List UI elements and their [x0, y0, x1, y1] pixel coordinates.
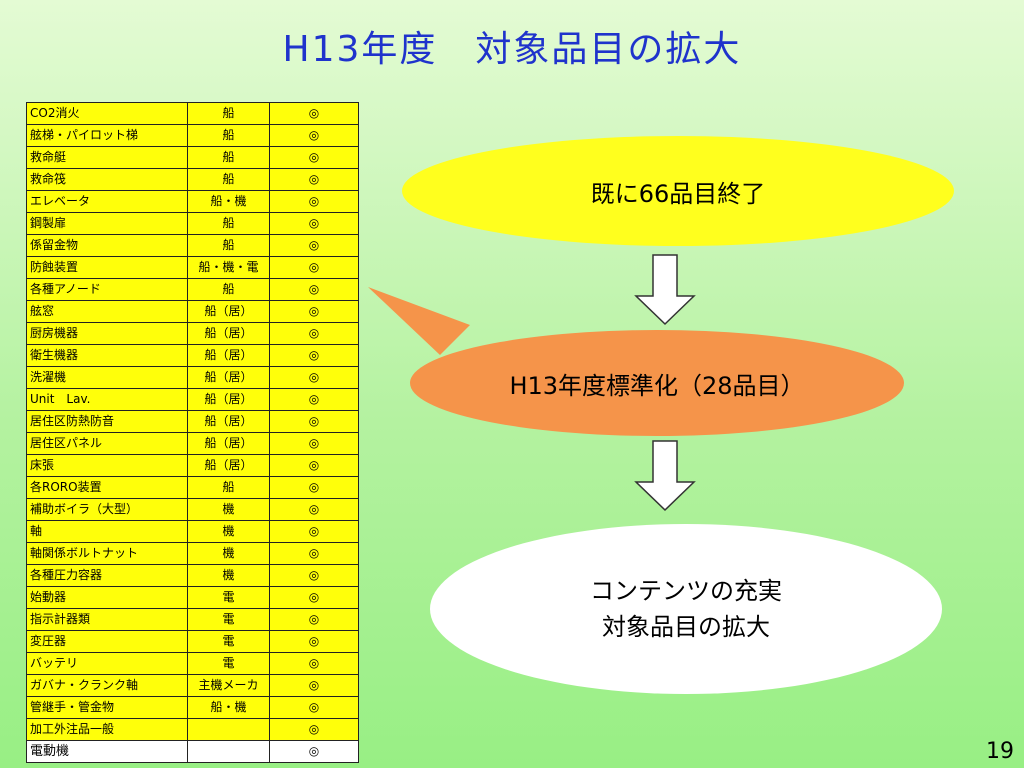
item-name-cell: CO2消火	[26, 102, 188, 125]
table-row: 居住区パネル船（居）◎	[26, 432, 359, 455]
status-mark-cell: ◎	[269, 344, 359, 367]
item-name-cell: ガバナ・クランク軸	[26, 674, 188, 697]
table-row: 防蝕装置船・機・電◎	[26, 256, 359, 279]
goal-ellipse: コンテンツの充実 対象品目の拡大	[430, 524, 942, 694]
item-name-cell: 舷梯・パイロット梯	[26, 124, 188, 147]
down-arrow-icon	[634, 254, 696, 326]
table-row: 居住区防熱防音船（居）◎	[26, 410, 359, 433]
status-mark-cell: ◎	[269, 322, 359, 345]
item-name-cell: 始動器	[26, 586, 188, 609]
table-row: 始動器電◎	[26, 586, 359, 609]
category-cell: 主機メーカ	[187, 674, 270, 697]
table-row: 指示計器類電◎	[26, 608, 359, 631]
completed-items-ellipse: 既に66品目終了	[402, 136, 954, 246]
item-name-cell: 電動機	[26, 740, 188, 763]
category-cell	[187, 740, 270, 763]
table-row: 各RORO装置船◎	[26, 476, 359, 499]
items-table: CO2消火船◎舷梯・パイロット梯船◎救命艇船◎救命筏船◎エレベータ船・機◎鋼製扉…	[26, 102, 359, 763]
table-row: 補助ボイラ（大型）機◎	[26, 498, 359, 521]
standardization-text: H13年度標準化（28品目）	[509, 371, 805, 400]
table-row: 加工外注品一般◎	[26, 718, 359, 741]
page-number: 19	[986, 739, 1014, 764]
table-row: 舷窓船（居）◎	[26, 300, 359, 323]
category-cell: 船（居）	[187, 410, 270, 433]
category-cell: 船・機	[187, 190, 270, 213]
item-name-cell: 指示計器類	[26, 608, 188, 631]
completed-items-text: 既に66品目終了	[590, 179, 766, 208]
item-name-cell: 軸	[26, 520, 188, 543]
table-row: 救命艇船◎	[26, 146, 359, 169]
goal-line-1: コンテンツの充実	[590, 577, 782, 605]
category-cell: 船（居）	[187, 344, 270, 367]
table-row: バッテリ電◎	[26, 652, 359, 675]
table-row: 変圧器電◎	[26, 630, 359, 653]
table-row: 電動機 ◎	[26, 740, 359, 763]
table-row: 床張船（居）◎	[26, 454, 359, 477]
standardization-ellipse: H13年度標準化（28品目）	[410, 330, 904, 436]
table-row: エレベータ船・機◎	[26, 190, 359, 213]
table-row: 管継手・管金物船・機◎	[26, 696, 359, 719]
callout-pointer	[368, 287, 470, 355]
table-row: 洗濯機船（居）◎	[26, 366, 359, 389]
table-row: 軸関係ボルトナット機◎	[26, 542, 359, 565]
table-row: 軸機◎	[26, 520, 359, 543]
item-name-cell: 厨房機器	[26, 322, 188, 345]
item-name-cell: 洗濯機	[26, 366, 188, 389]
table-row: Unit Lav.船（居）◎	[26, 388, 359, 411]
table-row: ガバナ・クランク軸主機メーカ◎	[26, 674, 359, 697]
down-arrow-icon	[634, 440, 696, 512]
table-row: CO2消火船◎	[26, 102, 359, 125]
table-row: 厨房機器船（居）◎	[26, 322, 359, 345]
category-cell: 船	[187, 476, 270, 499]
category-cell: 船・機	[187, 696, 270, 719]
table-row: 衛生機器船（居）◎	[26, 344, 359, 367]
status-mark-cell: ◎	[269, 740, 359, 763]
item-name-cell: 補助ボイラ（大型）	[26, 498, 188, 521]
item-name-cell: エレベータ	[26, 190, 188, 213]
slide-title: H13年度 対象品目の拡大	[282, 29, 742, 70]
item-name-cell: Unit Lav.	[26, 388, 188, 411]
goal-line-2: 対象品目の拡大	[602, 613, 770, 641]
